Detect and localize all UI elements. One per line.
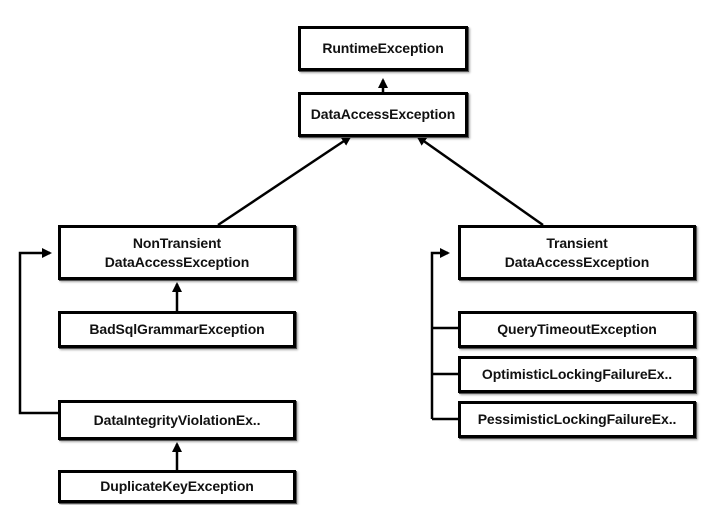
node-label: QueryTimeoutException xyxy=(497,321,657,337)
node-label: BadSqlGrammarException xyxy=(89,321,265,337)
node-label-line-1: NonTransient xyxy=(132,234,222,251)
node-runtime-exception: RuntimeException xyxy=(298,26,468,71)
edge-transient-group-bracket xyxy=(430,248,450,419)
node-bad-sql-grammar-exception: BadSqlGrammarException xyxy=(58,311,296,348)
node-label: OptimisticLockingFailureEx.. xyxy=(481,366,673,382)
node-duplicate-key-exception: DuplicateKeyException xyxy=(58,470,296,503)
node-pessimistic-locking-failure-exception: PessimisticLockingFailureEx.. xyxy=(458,401,696,438)
edge-non-transient-to-data-access xyxy=(217,135,352,227)
edge-data-integrity-to-non-transient xyxy=(18,248,58,415)
node-label: DataIntegrityViolationEx.. xyxy=(93,411,261,428)
node-label-line-1: Transient xyxy=(546,234,608,251)
node-label-line-2: DataAccessException xyxy=(504,253,650,270)
node-data-integrity-violation-exception: DataIntegrityViolationEx.. xyxy=(58,400,296,440)
node-transient-data-access-exception: Transient DataAccessException xyxy=(458,225,696,280)
node-label: DuplicateKeyException xyxy=(100,478,254,494)
node-label: DataAccessException xyxy=(310,106,456,122)
node-label: RuntimeException xyxy=(322,40,444,56)
node-label-line-2: DataAccessException xyxy=(104,253,250,270)
node-data-access-exception: DataAccessException xyxy=(298,92,468,137)
node-non-transient-data-access-exception: NonTransient DataAccessException xyxy=(58,225,296,280)
node-optimistic-locking-failure-exception: OptimisticLockingFailureEx.. xyxy=(458,356,696,393)
node-query-timeout-exception: QueryTimeoutException xyxy=(458,311,696,348)
edge-transient-to-data-access xyxy=(416,135,544,227)
node-label: PessimisticLockingFailureEx.. xyxy=(477,411,677,427)
